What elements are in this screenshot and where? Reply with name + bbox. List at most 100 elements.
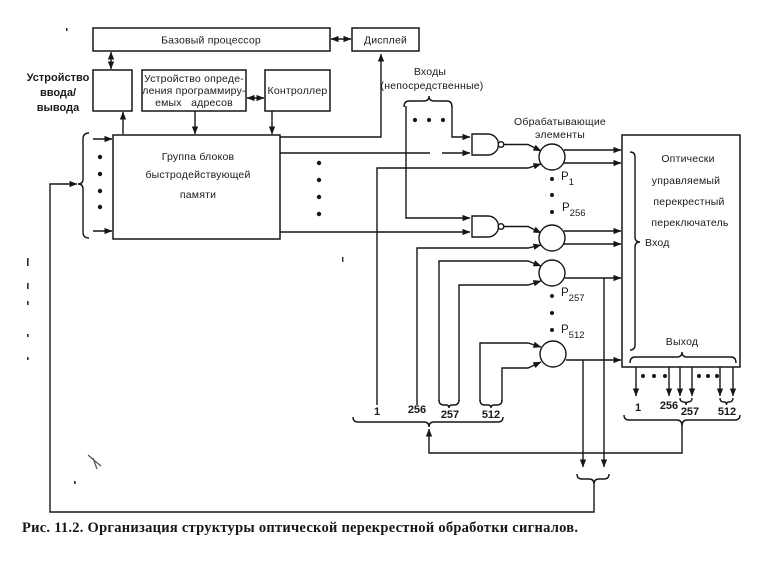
ellipsis-dot xyxy=(550,311,554,315)
bus-label: 512 xyxy=(482,409,500,421)
bus-label: 257 xyxy=(441,409,459,421)
bus-label: 1 xyxy=(374,406,380,418)
loop-back-wire xyxy=(49,180,595,513)
base-processor-block: Базовый процессор xyxy=(92,27,331,52)
optical-switch-label-line: переключатель xyxy=(651,217,728,229)
bus-line-256 xyxy=(416,243,542,405)
feedback-wire xyxy=(425,426,683,454)
display-box xyxy=(351,27,420,52)
bus-line-1 xyxy=(376,163,542,405)
address-unit-label-line: Устройство опреде- xyxy=(144,73,244,85)
ellipsis-dot xyxy=(316,194,322,200)
bus-labels-right: 1 256 257 512 xyxy=(635,400,736,418)
display-label: Дисплей xyxy=(364,35,407,47)
ellipsis-dot xyxy=(440,117,446,123)
processing-element-p256 xyxy=(538,224,566,252)
scan-speck xyxy=(342,257,344,262)
bus-line-257a xyxy=(438,260,542,401)
controller-box xyxy=(264,69,331,112)
memory-label-line: памяти xyxy=(180,189,216,201)
ellipsis-dot xyxy=(97,154,103,160)
bus-line-512b xyxy=(501,361,542,401)
ellipsis-dot xyxy=(641,374,645,378)
direct-inputs-label: Входы (непосредственные) xyxy=(381,66,484,92)
output-bus-brace xyxy=(623,414,741,427)
ellipsis-dot xyxy=(550,193,554,197)
scan-speck xyxy=(66,28,68,31)
pe-symbol: P xyxy=(561,324,569,336)
ellipsis-dot xyxy=(663,374,667,378)
nand-gate xyxy=(471,133,505,156)
ellipsis-dot xyxy=(550,328,554,332)
optical-switch-block: Оптически управляемый перекрестный перек… xyxy=(621,134,741,368)
pe-index: 512 xyxy=(569,330,585,341)
ellipsis-dot xyxy=(97,204,103,210)
pe-label-p512: P512 xyxy=(561,324,585,341)
address-unit-label-line: емых адресов xyxy=(155,97,233,109)
display-block: Дисплей xyxy=(351,27,420,52)
memory-output-ellipsis xyxy=(316,160,322,217)
ellipsis-dot xyxy=(97,188,103,194)
memory-label-line: Группа блоков xyxy=(162,151,235,163)
tap-brace xyxy=(576,473,610,485)
pe-label-p256: P256 xyxy=(562,202,586,219)
bus-labels-left: 1 256 257 512 xyxy=(374,404,500,421)
pe-label-p257: P257 xyxy=(561,287,585,304)
io-device-box xyxy=(92,69,133,112)
ellipsis-dot xyxy=(97,171,103,177)
bus-label: 1 xyxy=(635,402,641,414)
inversion-bubble xyxy=(497,222,505,230)
direct-inputs-label-line: (непосредственные) xyxy=(381,80,484,92)
nand-gate-body xyxy=(471,215,500,238)
pe-index: 257 xyxy=(569,293,585,304)
io-device-label-line: вывода xyxy=(37,102,80,114)
direct-input-wire xyxy=(451,106,471,141)
ellipsis-dot xyxy=(715,374,719,378)
pe-ellipsis xyxy=(550,177,554,332)
pe-index: 256 xyxy=(570,208,586,219)
bus-line-257b xyxy=(458,280,542,401)
ellipsis-dot xyxy=(316,177,322,183)
scan-speck xyxy=(27,258,29,266)
ellipsis-dot xyxy=(316,160,322,166)
bus-brace-512 xyxy=(479,399,503,409)
bus-label: 256 xyxy=(408,404,426,416)
scan-speck xyxy=(27,357,29,360)
scan-speck xyxy=(27,283,29,289)
bus-label: 256 xyxy=(660,400,678,412)
optical-switch-label-line: перекрестный xyxy=(653,196,724,208)
processing-element-p257 xyxy=(538,259,566,287)
io-device-label-line: Устройство xyxy=(27,72,90,84)
inversion-bubble xyxy=(497,140,505,148)
io-device-label: Устройство ввода/ вывода xyxy=(27,72,90,114)
scan-speck xyxy=(27,334,29,337)
pe-symbol: P xyxy=(561,287,569,299)
figure-caption: Рис. 11.2. Организация структуры оптичес… xyxy=(22,520,578,536)
memory-block: Группа блоков быстродействующей памяти xyxy=(112,134,281,240)
switch-input-label: Вход xyxy=(645,237,670,249)
direct-inputs-brace xyxy=(403,95,453,108)
ellipsis-dot xyxy=(550,210,554,214)
scan-smudge xyxy=(87,454,102,470)
pe-symbol: P xyxy=(561,171,569,183)
processing-element-p1 xyxy=(538,143,566,171)
gate-to-pe-wire xyxy=(504,225,542,234)
scan-artifacts xyxy=(27,28,344,484)
base-processor-box xyxy=(92,27,331,52)
direct-input-wire xyxy=(405,106,471,222)
ellipsis-dot xyxy=(316,211,322,217)
output-brace-512 xyxy=(719,397,734,406)
switch-outputs xyxy=(632,367,737,397)
ellipsis-dot xyxy=(697,374,701,378)
switch-output-label: Выход xyxy=(666,336,698,348)
memory-label-line: быстродействующей xyxy=(145,169,250,181)
optical-switch-label-line: Оптически xyxy=(661,153,714,165)
ellipsis-dot xyxy=(550,177,554,181)
memory-input-brace xyxy=(77,132,90,239)
memory-to-display-wire xyxy=(280,53,385,138)
memory-box xyxy=(112,134,281,240)
io-device-label-line: ввода/ xyxy=(40,87,76,99)
direct-inputs-label-line: Входы xyxy=(414,66,446,78)
nand-gate-body xyxy=(471,133,500,156)
